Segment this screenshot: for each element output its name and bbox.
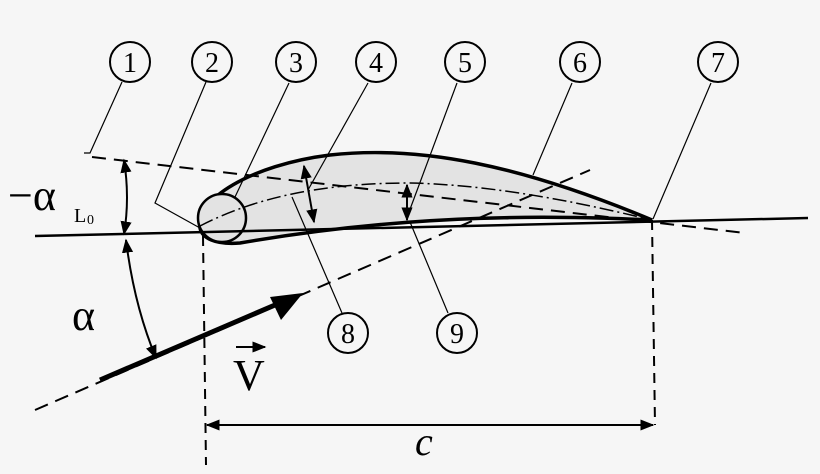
svg-text:4: 4 (369, 48, 383, 79)
leader-6 (532, 82, 573, 176)
callout-9: 9 (436, 312, 478, 354)
svg-text:2: 2 (205, 48, 219, 79)
zero-lift-angle-label: −α (8, 171, 56, 220)
zero-lift-angle-arc (120, 158, 132, 236)
svg-text:9: 9 (450, 319, 464, 350)
svg-text:8: 8 (341, 319, 355, 350)
callout-7: 7 (697, 41, 739, 83)
leading-edge-extent (202, 235, 207, 466)
chord-label: c (415, 419, 433, 464)
svg-text:6: 6 (573, 48, 587, 79)
velocity-arrowhead (270, 293, 303, 320)
leading-edge-circle (196, 192, 248, 244)
angle-of-attack-arc (121, 238, 157, 360)
leader-lines (84, 81, 712, 314)
mean-camber-line (199, 182, 653, 227)
angle-of-attack-label: α (72, 291, 95, 340)
leader-3 (234, 82, 290, 198)
velocity-label: V (233, 351, 265, 400)
callout-2: 2 (191, 41, 233, 83)
svg-text:3: 3 (289, 48, 303, 79)
callout-1: 1 (109, 41, 151, 83)
leader-9 (409, 221, 449, 314)
leader-5 (408, 82, 458, 213)
svg-text:7: 7 (711, 48, 725, 79)
callout-3: 3 (275, 41, 317, 83)
thickness-arrow (300, 164, 318, 224)
leader-1 (84, 81, 123, 154)
callout-8: 8 (327, 312, 369, 354)
leader-7 (652, 82, 712, 220)
leader-4 (307, 82, 369, 191)
zero-lift-subscript: L (74, 205, 86, 227)
trailing-edge-extent (651, 219, 656, 426)
velocity-arrow (99, 299, 283, 383)
svg-text:1: 1 (123, 48, 137, 79)
callout-5: 5 (444, 41, 486, 83)
svg-text:5: 5 (458, 48, 472, 79)
leader-2 (154, 81, 207, 229)
leader-8 (291, 196, 343, 314)
callout-6: 6 (559, 41, 601, 83)
callout-4: 4 (355, 41, 397, 83)
chord-line (34, 216, 809, 238)
zero-lift-subsubscript: 0 (87, 213, 94, 228)
